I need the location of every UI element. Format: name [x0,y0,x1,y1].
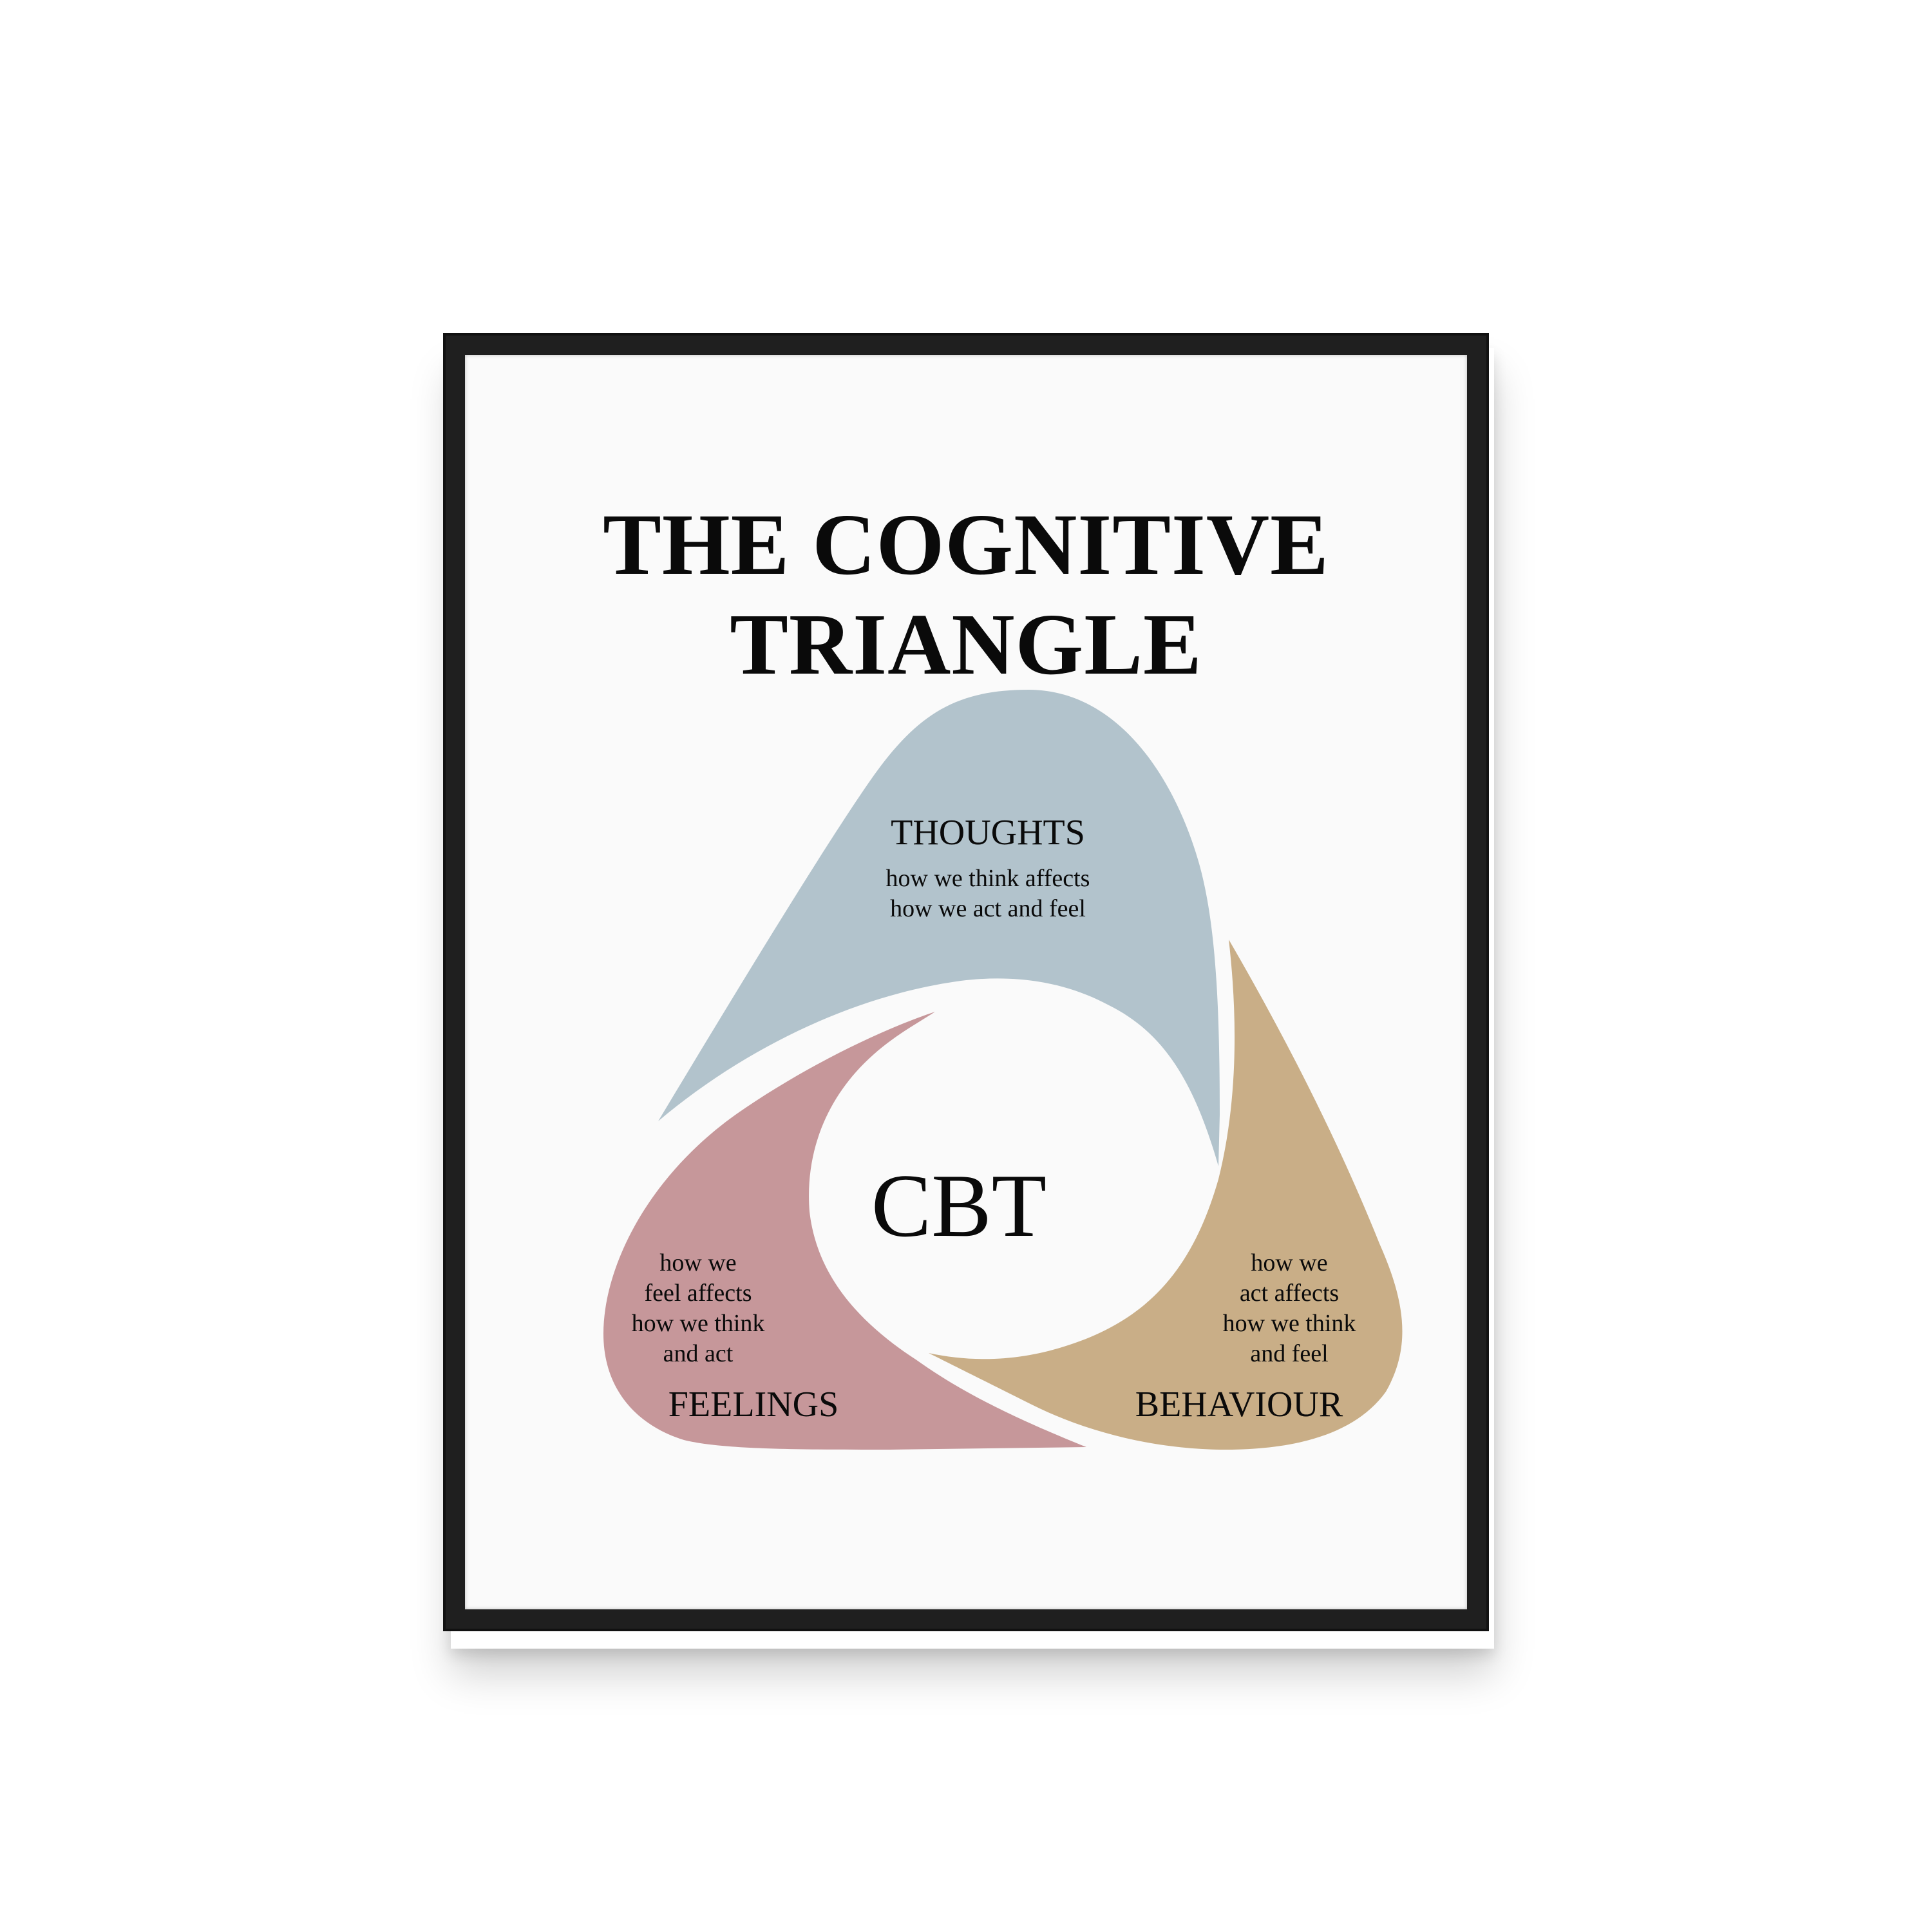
feelings-desc-line4: and act [663,1340,734,1367]
behaviour-label: BEHAVIOUR [1135,1385,1343,1425]
poster-title-line2: TRIANGLE [730,596,1202,693]
poster: THE COGNITIVE TRIANGLE CBT THOUGHTS how … [465,355,1467,1609]
thoughts-segment [658,690,1220,1166]
behaviour-desc-line4: and feel [1250,1340,1328,1367]
feelings-desc-line3: how we think [632,1310,765,1337]
thoughts-desc-line1: how we think affects [886,865,1090,892]
thoughts-label: THOUGHTS [891,813,1085,853]
thoughts-desc-line2: how we act and feel [890,895,1086,922]
behaviour-desc-line3: how we think [1223,1310,1356,1337]
cognitive-triangle-diagram: CBT THOUGHTS how we think affects how we… [603,690,1403,1450]
feelings-desc-line1: how we [659,1249,736,1276]
behaviour-desc-line1: how we [1251,1249,1327,1276]
feelings-desc-line2: feel affects [644,1280,752,1307]
cbt-center-label: CBT [871,1156,1046,1256]
feelings-label: FEELINGS [668,1385,838,1425]
poster-title-line1: THE COGNITIVE [603,497,1329,593]
picture-frame: THE COGNITIVE TRIANGLE CBT THOUGHTS how … [443,333,1489,1631]
feelings-segment [603,1012,1086,1450]
behaviour-segment [929,940,1403,1450]
behaviour-desc-line2: act affects [1240,1280,1339,1307]
